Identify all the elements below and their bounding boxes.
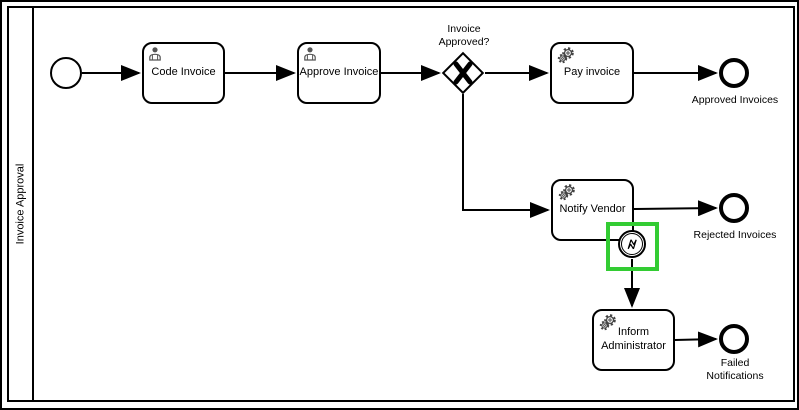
flow-notify-to-rejected-end[interactable]: [633, 200, 718, 217]
gears-icon: [557, 183, 577, 207]
lightning-bolt-icon: [627, 239, 637, 250]
gateway-label: Invoice Approved?: [438, 23, 490, 48]
task-label: Code Invoice: [151, 66, 216, 79]
task-label: Inform Administrator: [601, 326, 666, 352]
task-pay-invoice[interactable]: Pay invoice: [550, 42, 634, 104]
boundary-event-inner-ring: [621, 233, 643, 255]
task-notify-vendor[interactable]: Notify Vendor: [551, 179, 634, 241]
exclusive-gateway-x-marker: [453, 61, 473, 85]
task-inform-administrator[interactable]: Inform Administrator: [592, 309, 675, 371]
end-event-approved[interactable]: [719, 58, 749, 88]
flow-inform-to-failed-end[interactable]: [674, 331, 718, 348]
error-boundary-event[interactable]: [618, 230, 646, 258]
gears-icon: [598, 313, 618, 337]
end-event-rejected-label: Rejected Invoices: [693, 229, 777, 241]
end-event-approved-label: Approved Invoices: [691, 94, 779, 106]
user-icon: [148, 46, 162, 66]
start-event[interactable]: [50, 57, 82, 89]
end-event-failed[interactable]: [719, 324, 749, 354]
gears-icon: [556, 46, 576, 70]
task-approve-invoice[interactable]: Approve Invoice: [297, 42, 381, 104]
task-label: Pay invoice: [563, 66, 621, 79]
end-event-failed-label: Failed Notifications: [706, 357, 764, 383]
task-label: Approve Invoice: [299, 66, 379, 79]
task-label: Notify Vendor: [559, 203, 626, 216]
flow-gateway-to-notify-vendor[interactable]: [462, 94, 550, 218]
task-code-invoice[interactable]: Code Invoice: [142, 42, 225, 104]
selection-highlight-box: [606, 222, 659, 271]
user-icon: [303, 46, 317, 66]
pool-header-divider: [32, 6, 34, 402]
pool-invoice-approval[interactable]: [7, 6, 795, 402]
end-event-rejected[interactable]: [719, 193, 749, 223]
